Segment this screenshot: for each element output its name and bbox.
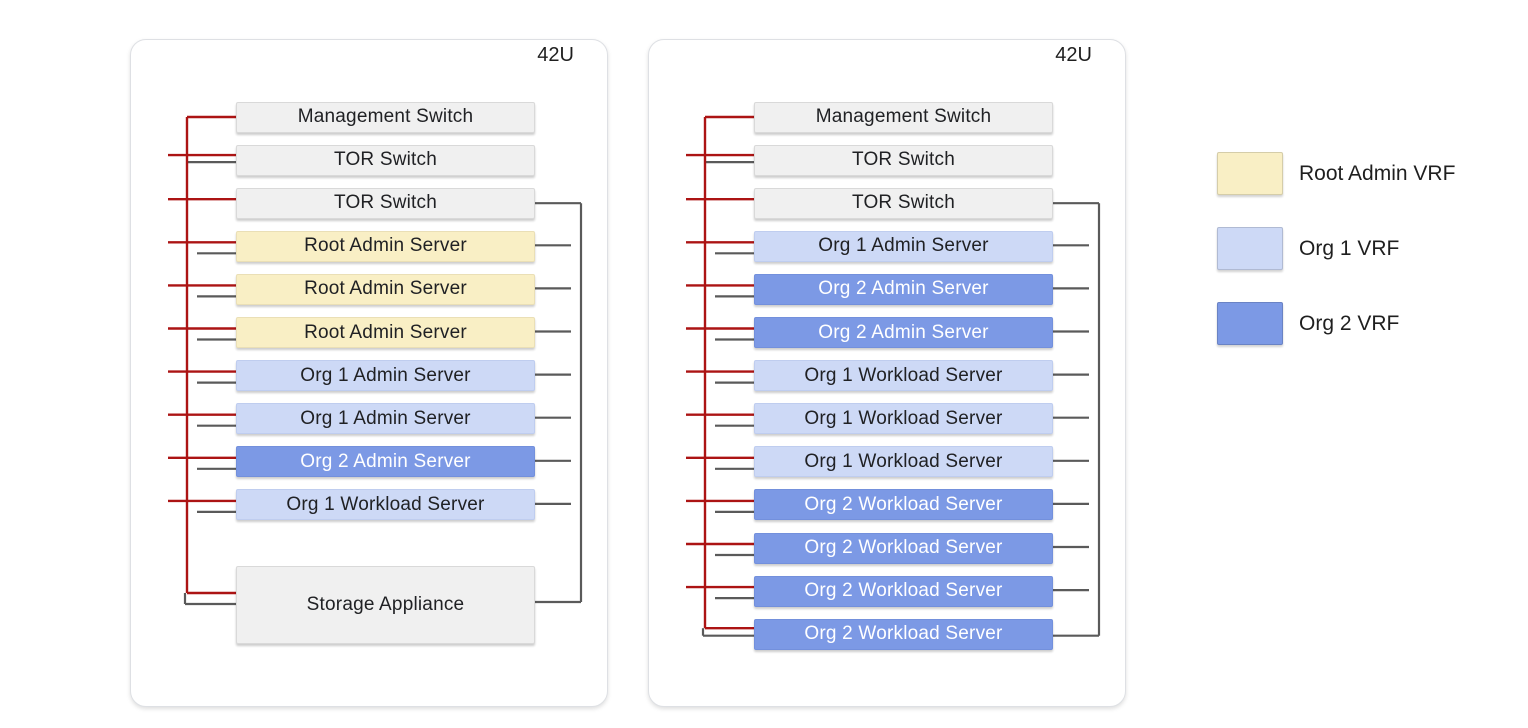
- rack-unit: Root Admin Server: [236, 273, 535, 305]
- rack-unit: Root Admin Server: [236, 317, 535, 348]
- legend-item-org2-vrf: Org 2 VRF: [1217, 302, 1455, 345]
- rack-unit: TOR Switch: [236, 144, 535, 176]
- rack-unit: Org 1 Admin Server: [236, 403, 535, 435]
- rack-unit: Storage Appliance: [236, 566, 535, 644]
- rack-unit: TOR Switch: [754, 187, 1053, 219]
- rack-capacity-label: 42U: [537, 44, 574, 66]
- legend-item-org1-vrf: Org 1 VRF: [1217, 227, 1455, 270]
- rack-unit: TOR Switch: [236, 187, 535, 219]
- rack-unit: Org 2 Admin Server: [754, 317, 1053, 348]
- legend-item-root-admin-vrf: Root Admin VRF: [1217, 152, 1455, 195]
- rack-unit: Org 1 Workload Server: [754, 446, 1053, 478]
- legend-label: Org 2 VRF: [1299, 311, 1400, 335]
- rack-unit: Org 2 Workload Server: [754, 575, 1053, 607]
- rack-unit: Org 1 Admin Server: [236, 360, 535, 392]
- legend-label: Root Admin VRF: [1299, 161, 1456, 185]
- legend-swatch-org1-vrf: [1217, 227, 1283, 270]
- rack-unit: TOR Switch: [754, 144, 1053, 176]
- rack-unit: Org 1 Workload Server: [754, 360, 1053, 392]
- rack-unit: Org 2 Workload Server: [754, 618, 1053, 650]
- rack-unit: Org 1 Workload Server: [236, 489, 535, 521]
- legend: Root Admin VRF Org 1 VRF Org 2 VRF: [1217, 152, 1455, 377]
- rack-unit: Management Switch: [236, 101, 535, 133]
- rack-unit: Org 2 Workload Server: [754, 489, 1053, 521]
- legend-swatch-root-admin-vrf: [1217, 152, 1283, 195]
- rack-unit: Org 1 Admin Server: [754, 230, 1053, 262]
- rack-unit: Root Admin Server: [236, 230, 535, 262]
- rack-capacity-label: 42U: [1055, 44, 1092, 66]
- rack-unit: Management Switch: [754, 101, 1053, 133]
- rack-unit: Org 2 Workload Server: [754, 532, 1053, 564]
- rack-unit: Org 2 Admin Server: [236, 446, 535, 478]
- rack-unit: Org 2 Admin Server: [754, 273, 1053, 305]
- legend-label: Org 1 VRF: [1299, 236, 1400, 260]
- rack-unit: Org 1 Workload Server: [754, 403, 1053, 435]
- legend-swatch-org2-vrf: [1217, 302, 1283, 345]
